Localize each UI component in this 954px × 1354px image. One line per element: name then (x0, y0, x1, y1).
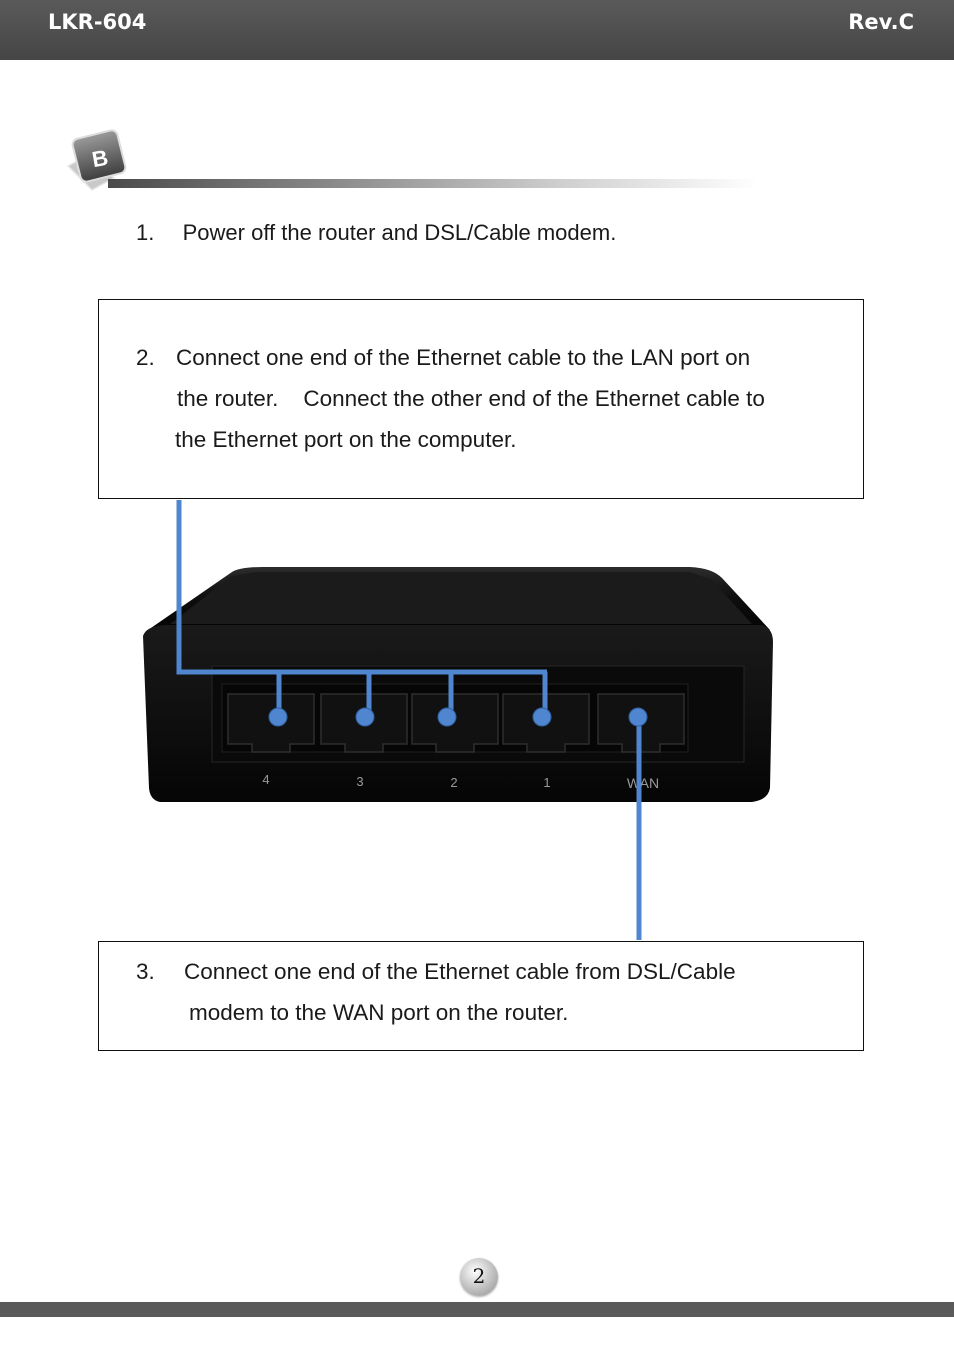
footer-bar (0, 1302, 954, 1317)
section-badge-letter: B (90, 145, 110, 172)
step-1-number: 1. (136, 220, 155, 245)
model-name: LKR-604 (48, 10, 147, 34)
revision: Rev.C (848, 10, 914, 34)
page-number: 2 (460, 1258, 498, 1296)
step-3-number: 3. (136, 959, 155, 984)
ethernet-ports (227, 693, 685, 753)
step-2-number: 2. (136, 345, 155, 370)
lan-port-3-marker (355, 707, 375, 727)
callout-lines (176, 500, 642, 940)
step-2-box: 2. Connect one end of the Ethernet cable … (98, 299, 864, 499)
port-label-3: 3 (356, 774, 363, 789)
step-3-line-1: Connect one end of the Ethernet cable fr… (184, 959, 736, 984)
wan-port-marker (628, 707, 648, 727)
port-label-1: 1 (543, 775, 550, 790)
section-badge-icon: B (62, 126, 138, 198)
router-figure: 4 3 2 1 WAN (0, 490, 954, 950)
section-divider (108, 179, 758, 188)
step-3-line-2: modem to the WAN port on the router. (189, 1000, 569, 1025)
step-2-line-2: the router. Connect the other end of the… (177, 386, 765, 411)
router-body (143, 567, 773, 802)
port-label-4: 4 (262, 772, 269, 787)
step-3-box: 3. Connect one end of the Ethernet cable … (98, 941, 864, 1051)
port-label-2: 2 (450, 775, 457, 790)
step-1-text: Power off the router and DSL/Cable modem… (182, 220, 617, 245)
step-1: 1. Power off the router and DSL/Cable mo… (136, 220, 616, 246)
step-2-line-3: the Ethernet port on the computer. (175, 427, 517, 452)
step-2-line-1: Connect one end of the Ethernet cable to… (176, 345, 751, 370)
header-bar: LKR-604 Rev.C (0, 0, 954, 60)
port-label-wan: WAN (627, 775, 659, 791)
lan-port-2-marker (437, 707, 457, 727)
lan-port-4-marker (268, 707, 288, 727)
lan-port-1-marker (532, 707, 552, 727)
